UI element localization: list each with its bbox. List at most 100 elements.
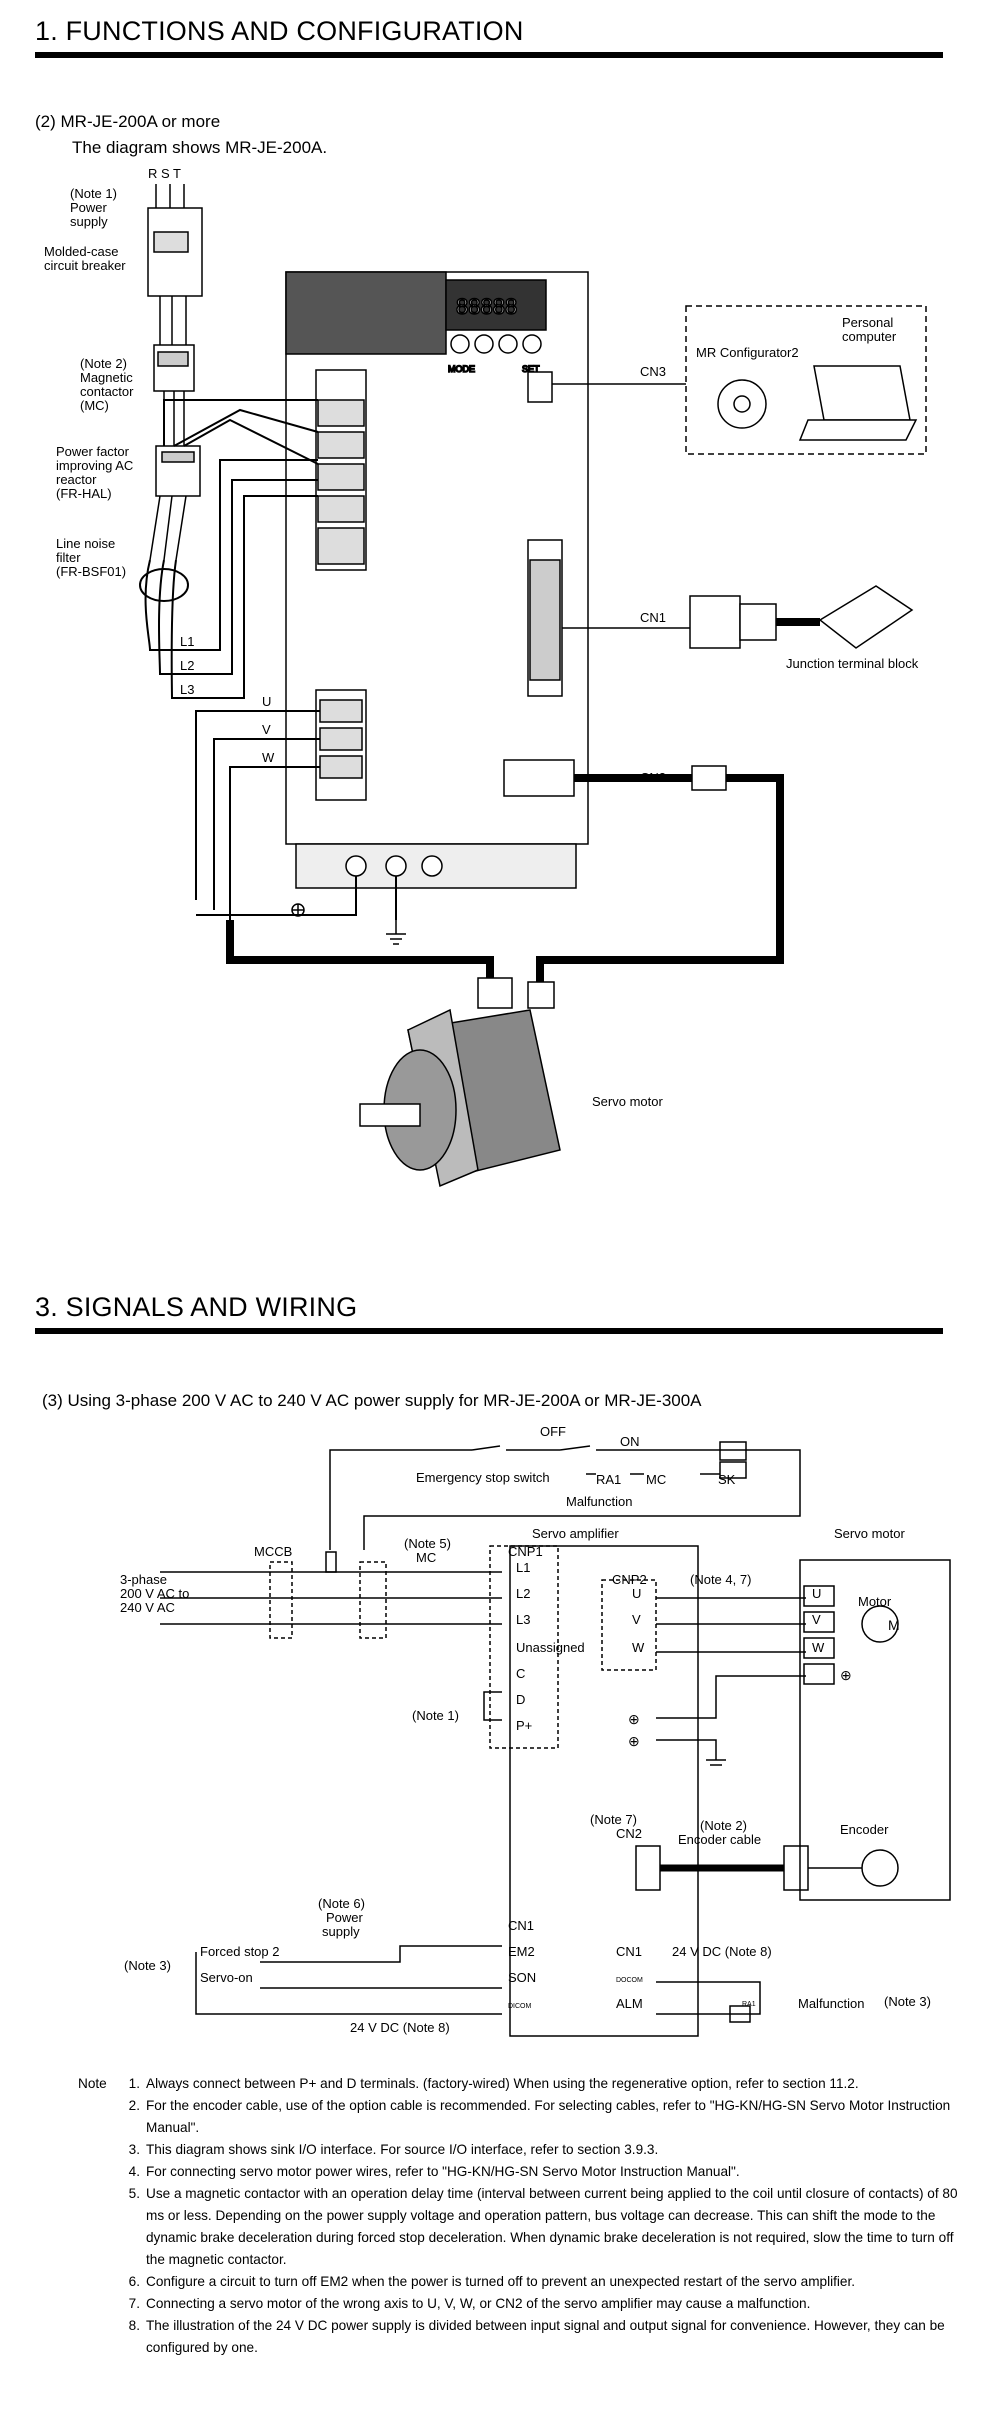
reactor-icon xyxy=(149,445,201,561)
label-mccb-1: Molded-case xyxy=(44,244,118,259)
label-lnf-1: Line noise xyxy=(56,536,115,551)
note-item: 4. For connecting servo motor power wire… xyxy=(78,2161,958,2183)
motor-symbol-icon xyxy=(861,1605,899,1643)
servo-motor-icon xyxy=(359,977,561,1188)
junction-terminal-block-icon xyxy=(818,585,914,649)
label-pf-4: (FR-HAL) xyxy=(56,486,112,501)
label-cn3: CN3 xyxy=(640,364,666,379)
label-note7: (Note 7) xyxy=(590,1812,637,1827)
label-note3-right: (Note 3) xyxy=(884,1994,931,2009)
section1-caption: The diagram shows MR-JE-200A. xyxy=(72,138,328,157)
note-text: Use a magnetic contactor with an operati… xyxy=(146,2186,958,2267)
mode-label: MODE xyxy=(448,364,475,374)
label-240v: 240 V AC xyxy=(120,1600,175,1615)
label-sk: SK xyxy=(718,1472,736,1487)
label-mr-configurator: MR Configurator2 xyxy=(696,345,799,360)
label-off: OFF xyxy=(540,1424,566,1439)
label-pc-1: Personal xyxy=(842,315,893,330)
circuit-breaker-icon xyxy=(147,184,203,345)
label-3phase: 3-phase xyxy=(120,1572,167,1587)
label-mccb-2: circuit breaker xyxy=(44,258,126,273)
label-mc: MC xyxy=(646,1472,666,1487)
servo-amplifier-icon: 88888 MODE SET xyxy=(285,271,589,889)
magnetic-contactor-icon xyxy=(153,344,195,446)
label-w: W xyxy=(262,750,275,765)
label-note1: (Note 1) xyxy=(70,186,117,201)
label-24vdc-out: 24 V DC (Note 8) xyxy=(672,1944,772,1959)
label-cnp2: CNP2 xyxy=(612,1572,647,1587)
label-note6: (Note 6) xyxy=(318,1896,365,1911)
label-mccb: MCCB xyxy=(254,1544,292,1559)
label-pplus: P+ xyxy=(516,1718,532,1733)
label-power-ps: Power xyxy=(326,1910,364,1925)
label-mc-2: contactor xyxy=(80,384,134,399)
note-text: Configure a circuit to turn off EM2 when… xyxy=(146,2274,856,2289)
label-mc-1: Magnetic xyxy=(80,370,133,385)
label-servo-on: Servo-on xyxy=(200,1970,253,1985)
section1-title: 1. FUNCTIONS AND CONFIGURATION xyxy=(35,16,524,46)
label-encoder: Encoder xyxy=(840,1822,889,1837)
label-c: C xyxy=(516,1666,525,1681)
cn2-plug-icon xyxy=(691,765,727,791)
label-unassigned: Unassigned xyxy=(516,1640,585,1655)
noise-filter-icon xyxy=(139,559,189,699)
label-alm: ALM xyxy=(616,1996,643,2011)
label-note1-diag: (Note 1) xyxy=(412,1708,459,1723)
motor-v-terminal: V xyxy=(812,1612,821,1627)
note-item: 8. The illustration of the 24 V DC power… xyxy=(78,2315,958,2359)
label-pf-2: improving AC xyxy=(56,458,133,473)
label-l2: L2 xyxy=(516,1586,530,1601)
label-l3: L3 xyxy=(516,1612,530,1627)
label-cn1: CN1 xyxy=(508,1918,534,1933)
section3-title: 3. SIGNALS AND WIRING xyxy=(35,1292,358,1322)
set-label: SET xyxy=(522,364,540,374)
motor-m-label: M xyxy=(888,1617,900,1633)
encoder-symbol-icon xyxy=(861,1849,899,1887)
label-u: U xyxy=(262,694,271,709)
label-dicom: DICOM xyxy=(508,2003,532,2010)
laptop-icon xyxy=(813,365,911,421)
motor-w-terminal: W xyxy=(812,1640,825,1655)
label-on: ON xyxy=(620,1434,640,1449)
note-number: 8. xyxy=(128,2318,140,2333)
label-lnf-2: filter xyxy=(56,550,81,565)
label-power: Power xyxy=(70,200,108,215)
label-l3: L3 xyxy=(180,682,194,697)
label-lnf-3: (FR-BSF01) xyxy=(56,564,126,579)
note-number: 2. xyxy=(128,2098,140,2113)
section1-rule xyxy=(35,52,943,58)
label-pf-1: Power factor xyxy=(56,444,130,459)
note-item: Note 1. Always connect between P+ and D … xyxy=(78,2073,958,2095)
label-mc2: MC xyxy=(416,1550,436,1565)
note-item: 5. Use a magnetic contactor with an oper… xyxy=(78,2183,958,2271)
power-wiring xyxy=(163,399,397,920)
note-item: 3. This diagram shows sink I/O interface… xyxy=(78,2139,958,2161)
label-ra1-small: RA1 xyxy=(742,2001,756,2008)
ground-symbol-3-icon: ⊕ xyxy=(628,1733,640,1749)
note-text: Always connect between P+ and D terminal… xyxy=(146,2076,859,2091)
label-pf-3: reactor xyxy=(56,472,97,487)
label-motor: Motor xyxy=(858,1594,892,1609)
label-l1: L1 xyxy=(180,634,194,649)
label-encoder-cable: Encoder cable xyxy=(678,1832,761,1847)
label-w: W xyxy=(632,1640,645,1655)
label-cn1-out: CN1 xyxy=(616,1944,642,1959)
note-number: 6. xyxy=(128,2274,140,2289)
label-forced-stop: Forced stop 2 xyxy=(200,1944,280,1959)
notes-label: Note xyxy=(78,2076,107,2091)
label-malfunction2: Malfunction xyxy=(798,1996,864,2011)
note-item: 2. For the encoder cable, use of the opt… xyxy=(78,2095,958,2139)
section1-subtitle: (2) MR-JE-200A or more xyxy=(35,112,221,131)
note-number: 3. xyxy=(128,2142,140,2157)
section3-rule xyxy=(35,1328,943,1334)
label-rst: R S T xyxy=(148,166,181,181)
label-servo-motor: Servo motor xyxy=(834,1526,905,1541)
note-number: 5. xyxy=(128,2186,140,2201)
label-servo-amplifier: Servo amplifier xyxy=(532,1526,619,1541)
label-estop: Emergency stop switch xyxy=(416,1470,550,1485)
label-d: D xyxy=(516,1692,525,1707)
mr-configurator-box xyxy=(685,305,927,455)
note-text: This diagram shows sink I/O interface. F… xyxy=(146,2142,659,2157)
label-docom: DOCOM xyxy=(616,1977,643,1984)
label-cn2: CN2 xyxy=(616,1826,642,1841)
